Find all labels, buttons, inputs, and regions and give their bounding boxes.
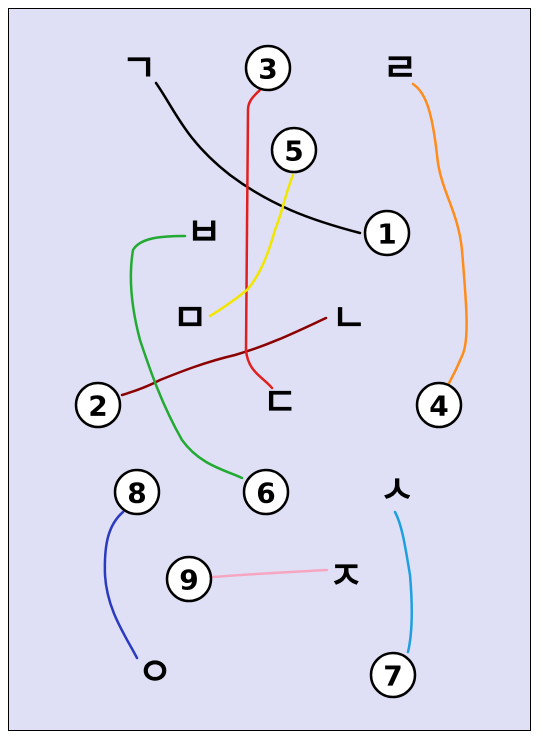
consonant-bieup: ㅂ <box>187 210 222 254</box>
number-2-text: 2 <box>88 390 107 423</box>
number-3-text: 3 <box>258 53 277 86</box>
connection-line-nieun-2 <box>120 316 328 397</box>
consonant-jieut: ㅈ <box>329 554 364 598</box>
circled-number-3: 3 <box>244 44 292 92</box>
consonant-giyeok: ㄱ <box>122 46 157 90</box>
consonant-labels: ㄱ ㄹ ㅂ ㅁ ㄴ ㄷ ㅅ ㅈ ㅇ <box>122 46 418 694</box>
connection-line-5-mieum <box>208 173 295 318</box>
consonant-siot: ㅅ <box>380 468 415 512</box>
consonant-rieul: ㄹ <box>383 46 418 90</box>
consonant-nieun: ㄴ <box>332 296 367 340</box>
circled-number-8: 8 <box>113 468 161 516</box>
number-8-text: 8 <box>127 477 146 510</box>
number-4-text: 4 <box>429 390 448 423</box>
number-6-text: 6 <box>256 477 275 510</box>
number-7-text: 7 <box>383 660 402 693</box>
number-labels: 1 2 3 4 5 6 7 8 <box>74 44 463 699</box>
connection-line-giyeok-1 <box>154 81 362 235</box>
circled-number-5: 5 <box>270 126 318 174</box>
consonant-ieung: ㅇ <box>138 650 173 694</box>
circled-number-4: 4 <box>415 381 463 429</box>
consonant-mieum: ㅁ <box>173 296 208 340</box>
number-1-text: 1 <box>377 218 396 251</box>
circled-number-7: 7 <box>369 651 417 699</box>
circled-number-9: 9 <box>165 555 213 603</box>
number-9-text: 9 <box>179 564 198 597</box>
circled-number-6: 6 <box>242 468 290 516</box>
consonant-digeut: ㄷ <box>263 380 298 424</box>
connection-line-8-ieung <box>103 510 139 660</box>
connection-line-rieul-4 <box>411 82 468 387</box>
connection-line-siot-7 <box>393 510 413 654</box>
circled-number-2: 2 <box>74 381 122 429</box>
background-panel <box>8 8 531 731</box>
connection-line-9-jieut <box>211 568 329 579</box>
connection-lines <box>103 81 468 660</box>
connection-line-bieup-6 <box>129 234 244 480</box>
number-5-text: 5 <box>284 135 303 168</box>
circled-number-1: 1 <box>363 209 411 257</box>
connection-line-3-digeut <box>244 86 274 390</box>
